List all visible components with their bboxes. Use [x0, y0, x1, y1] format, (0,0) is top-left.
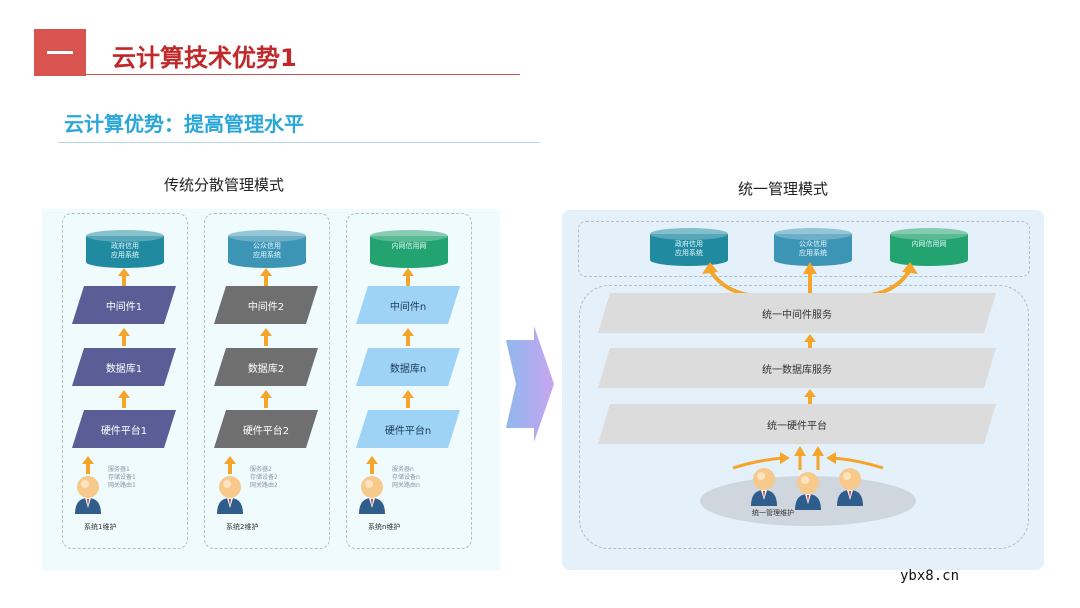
app-system-label: 公众信用 应用系统: [799, 240, 827, 257]
app-system-cylinder: 政府信用 应用系统: [86, 230, 164, 268]
up-arrow-icon: [402, 390, 414, 408]
middleware-layer: 中间件1: [72, 286, 176, 324]
up-arrow-icon: [118, 328, 130, 346]
up-arrow-icon: [118, 268, 130, 286]
unified-maint-label: 统一管理维护: [752, 509, 794, 517]
middleware-layer: 中间件2: [214, 286, 318, 324]
database-layer: 数据库n: [356, 348, 460, 386]
server-list: 服务器2 存储设备2 网关路由2: [250, 466, 278, 489]
section-dash: [47, 51, 73, 54]
person-icon: [748, 466, 780, 506]
system-column: [62, 213, 188, 549]
unified-database-layer: 统一数据库服务: [598, 348, 996, 388]
system-column: [346, 213, 472, 549]
subtitle-underline: [58, 142, 540, 143]
right-systems-box: [578, 221, 1030, 277]
server-list: 服务器1 存储设备1 网关路由1: [108, 466, 136, 489]
unified-middleware-label: 统一中间件服务: [762, 310, 832, 321]
hardware-label: 硬件平台1: [100, 426, 148, 437]
watermark: ybx8.cn: [900, 568, 960, 584]
transition-arrow-icon: [506, 326, 556, 442]
app-system-label: 政府信用 应用系统: [111, 242, 139, 259]
app-system-cylinder: 公众信用 应用系统: [774, 228, 852, 266]
app-system-cylinder: 政府信用 应用系统: [650, 228, 728, 266]
hardware-layer: 硬件平台1: [72, 410, 176, 448]
up-arrow-icon: [402, 328, 414, 346]
up-arrow-icon: [260, 268, 272, 286]
up-arrow-icon: [260, 390, 272, 408]
support-arrows-icon: [728, 446, 888, 472]
person-icon: [214, 474, 246, 514]
maintenance-label: 系统1维护: [84, 523, 117, 531]
database-label: 数据库2: [247, 364, 285, 375]
unified-hardware-layer: 统一硬件平台: [598, 404, 996, 444]
server-list: 服务器n 存储设备n 网关路由n: [392, 466, 420, 489]
hardware-layer: 硬件平台2: [214, 410, 318, 448]
hardware-label: 硬件平台n: [384, 426, 432, 437]
system-column: [204, 213, 330, 549]
unified-database-label: 统一数据库服务: [762, 365, 832, 376]
middleware-label: 中间件1: [105, 302, 143, 313]
right-diagram-title: 统一管理模式: [738, 180, 829, 198]
up-arrow-icon: [118, 390, 130, 408]
person-icon: [834, 466, 866, 506]
database-layer: 数据库2: [214, 348, 318, 386]
maintenance-label: 系统n维护: [368, 523, 401, 531]
unified-middleware-layer: 统一中间件服务: [598, 293, 996, 333]
up-arrow-icon: [224, 456, 236, 474]
up-arrow-icon: [82, 456, 94, 474]
up-arrow-icon: [260, 328, 272, 346]
unified-hardware-label: 统一硬件平台: [767, 421, 827, 432]
left-diagram-title: 传统分散管理模式: [164, 176, 285, 194]
title-underline: [86, 74, 520, 75]
middleware-label: 中间件2: [247, 302, 285, 313]
app-system-cylinder: 公众信用 应用系统: [228, 230, 306, 268]
database-layer: 数据库1: [72, 348, 176, 386]
up-arrow-icon: [804, 389, 816, 407]
person-icon: [72, 474, 104, 514]
page-title: 云计算技术优势1: [112, 44, 297, 72]
up-arrow-icon: [402, 268, 414, 286]
database-label: 数据库n: [389, 364, 427, 375]
app-system-label: 内网信用网: [911, 240, 947, 248]
hardware-layer: 硬件平台n: [356, 410, 460, 448]
right-services-box: [579, 285, 1029, 549]
app-system-cylinder: 内网信用网: [370, 230, 448, 268]
middleware-label: 中间件n: [389, 302, 427, 313]
person-icon: [792, 470, 824, 510]
left-panel: [42, 209, 500, 571]
app-system-label: 公众信用 应用系统: [253, 242, 281, 259]
app-system-cylinder: 内网信用网: [890, 228, 968, 266]
hardware-label: 硬件平台2: [242, 426, 290, 437]
page-subtitle: 云计算优势：提高管理水平: [64, 112, 304, 136]
middleware-layer: 中间件n: [356, 286, 460, 324]
app-system-label: 政府信用 应用系统: [675, 240, 703, 257]
up-arrow-icon: [366, 456, 378, 474]
up-arrow-icon: [804, 334, 816, 352]
database-label: 数据库1: [105, 364, 143, 375]
maintenance-label: 系统2维护: [226, 523, 259, 531]
app-system-label: 内网信用网: [391, 242, 427, 250]
person-icon: [356, 474, 388, 514]
